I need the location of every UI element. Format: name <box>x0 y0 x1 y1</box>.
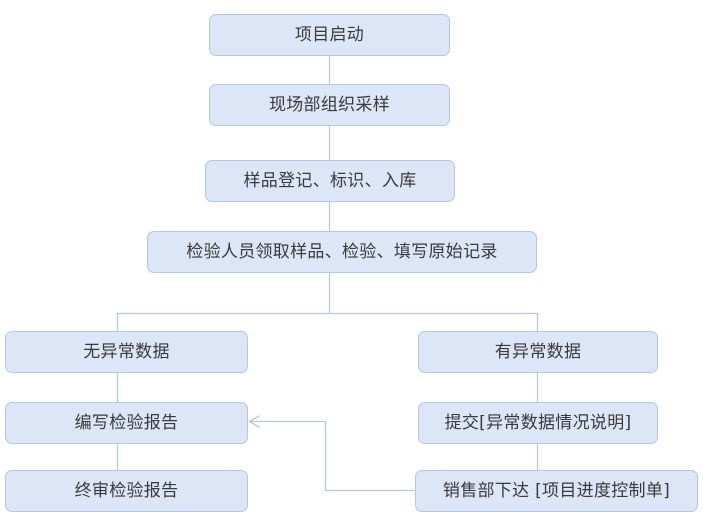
node-inspection-record[interactable]: 检验人员领取样品、检验、填写原始记录 <box>147 231 537 273</box>
node-submit-abnormal-note[interactable]: 提交[异常数据情况说明] <box>418 402 658 444</box>
node-label: 销售部下达 [项目进度控制单] <box>442 480 671 501</box>
node-label: 现场部组织采样 <box>268 94 391 115</box>
node-final-review-report[interactable]: 终审检验报告 <box>5 470 248 512</box>
node-sales-dept-order[interactable]: 销售部下达 [项目进度控制单] <box>415 470 698 512</box>
node-label: 无异常数据 <box>83 341 170 362</box>
node-label: 项目启动 <box>294 24 365 45</box>
node-project-start[interactable]: 项目启动 <box>209 14 450 56</box>
node-label: 编写检验报告 <box>74 412 179 433</box>
node-no-abnormal-data[interactable]: 无异常数据 <box>5 331 248 373</box>
node-label: 检验人员领取样品、检验、填写原始记录 <box>186 241 498 262</box>
connector-sales-order-feedback <box>249 420 416 492</box>
node-has-abnormal-data[interactable]: 有异常数据 <box>418 331 658 373</box>
feedback-arrowhead-icon <box>248 415 260 428</box>
node-label: 终审检验报告 <box>74 480 179 501</box>
node-sample-registration[interactable]: 样品登记、标识、入库 <box>205 160 455 202</box>
node-label: 提交[异常数据情况说明] <box>444 412 632 433</box>
node-label: 样品登记、标识、入库 <box>243 170 417 191</box>
node-field-sampling[interactable]: 现场部组织采样 <box>209 84 450 126</box>
node-label: 有异常数据 <box>494 341 582 362</box>
node-write-report[interactable]: 编写检验报告 <box>5 402 248 444</box>
